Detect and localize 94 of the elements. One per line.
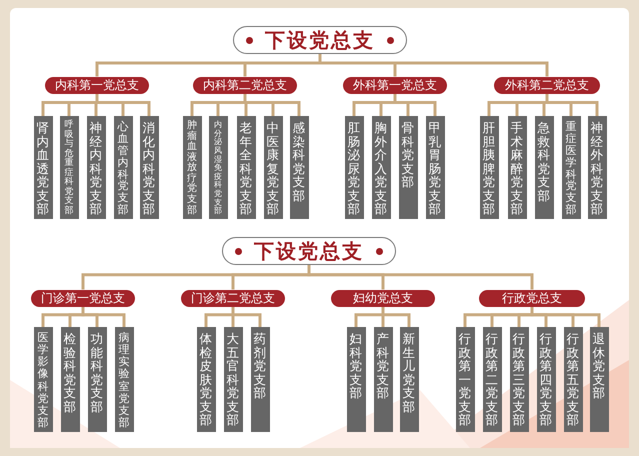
unit-name: 药剂党支部	[254, 332, 266, 400]
heading-text: 下设党总支	[254, 238, 364, 264]
unit-box	[374, 327, 392, 432]
unit-name: 医学影像科党支部	[37, 332, 49, 429]
branch-box	[479, 290, 585, 306]
unit-box	[426, 116, 444, 219]
branch-name: 外科第一党总支	[353, 76, 437, 94]
unit-box	[236, 116, 256, 219]
branch-name: 门诊第一党总支	[41, 290, 125, 306]
unit-name: 大五官科党支部	[226, 332, 240, 426]
unit-box	[182, 116, 202, 219]
unit-name: 体检皮肤党支部	[200, 332, 212, 426]
unit-box	[290, 116, 308, 219]
branch-name: 行政党总支	[502, 290, 562, 306]
unit-box	[562, 116, 580, 219]
unit-box	[114, 327, 134, 432]
unit-box	[114, 116, 132, 219]
unit-name: 中医康复党支部	[266, 121, 280, 216]
unit-box	[590, 327, 608, 432]
unit-box	[34, 327, 52, 432]
unit-name: 急救科党支部	[538, 121, 550, 202]
unit-box	[400, 327, 418, 432]
unit-box	[250, 327, 270, 432]
connector-line	[82, 306, 126, 327]
unit-name: 肛肠泌尿党支部	[348, 121, 360, 216]
unit-name: 感染科党支部	[292, 121, 306, 202]
unit-name: 老年全科党支部	[240, 121, 252, 216]
unit-box	[534, 116, 554, 219]
unit-name: 肿瘤血液放疗党支部	[186, 121, 198, 216]
connector-line	[318, 54, 548, 76]
unit-name: 神经内科党支部	[90, 121, 102, 216]
unit-name: 肾内血透党支部	[36, 121, 50, 216]
unit-name: 行政第五党支部	[566, 332, 580, 426]
unit-name: 新生儿党支部	[402, 332, 416, 413]
branch-box	[45, 76, 149, 94]
branch-box	[343, 76, 447, 94]
unit-box	[208, 116, 228, 219]
branch-name: 门诊第二党总支	[191, 290, 275, 306]
unit-box	[508, 116, 526, 219]
unit-box	[60, 116, 78, 219]
connector-line	[530, 306, 600, 327]
heading-box	[222, 237, 396, 265]
unit-name: 退休党支部	[592, 332, 606, 400]
unit-name: 骨科党支部	[402, 121, 414, 188]
unit-box	[196, 327, 216, 432]
unit-box	[564, 327, 582, 432]
branch-box	[193, 76, 297, 94]
unit-box	[34, 116, 52, 219]
unit-name: 神经外科党支部	[590, 121, 604, 216]
unit-name: 行政第二党支部	[486, 332, 498, 426]
heading-box	[233, 26, 407, 54]
branch-box	[331, 290, 435, 306]
unit-box	[140, 116, 158, 219]
branch-name: 内科第一党总支	[55, 76, 139, 94]
unit-box	[224, 327, 242, 432]
unit-box	[60, 327, 80, 432]
heading-text: 下设党总支	[265, 26, 375, 54]
unit-name: 产科党支部	[376, 332, 390, 400]
unit-box	[456, 327, 474, 432]
unit-name: 妇科党支部	[350, 332, 362, 400]
connector-line	[232, 306, 262, 327]
unit-box	[264, 116, 282, 219]
unit-name: 心血管内科党支部	[117, 121, 129, 216]
unit-name: 呼吸与危重症科党支部	[64, 121, 74, 216]
unit-name: 重症医学科党支部	[565, 121, 577, 216]
unit-name: 甲乳胃肠党支部	[428, 121, 442, 216]
unit-box	[86, 116, 106, 219]
unit-name: 行政第四党支部	[540, 332, 552, 426]
unit-name: 消化内科党支部	[142, 121, 156, 216]
connector-line	[382, 306, 410, 327]
unit-name: 胸外介入党支部	[374, 121, 388, 216]
unit-name: 检验科党支部	[64, 332, 76, 413]
branch-box	[31, 290, 135, 306]
unit-name: 行政第一党支部	[458, 332, 472, 426]
unit-box	[372, 116, 390, 219]
unit-box	[536, 327, 556, 432]
unit-box	[398, 116, 418, 219]
branch-box	[494, 76, 600, 94]
unit-box	[588, 116, 606, 219]
unit-box	[346, 327, 366, 432]
unit-box	[88, 327, 106, 432]
unit-box	[480, 116, 498, 219]
branch-name: 妇幼党总支	[353, 290, 413, 306]
unit-box	[344, 116, 364, 219]
unit-name: 手术麻醉党支部	[510, 121, 524, 216]
unit-name: 病理实验室党支部	[118, 332, 130, 429]
unit-box	[482, 327, 502, 432]
branch-name: 外科第二党总支	[505, 76, 589, 94]
unit-box	[510, 327, 528, 432]
unit-name: 功能科党支部	[90, 332, 104, 413]
unit-name: 肝胆胰脾党支部	[482, 121, 496, 216]
branch-name: 内科第二党总支	[203, 76, 287, 94]
unit-name: 行政第三党支部	[512, 332, 526, 426]
branch-box	[181, 290, 285, 306]
